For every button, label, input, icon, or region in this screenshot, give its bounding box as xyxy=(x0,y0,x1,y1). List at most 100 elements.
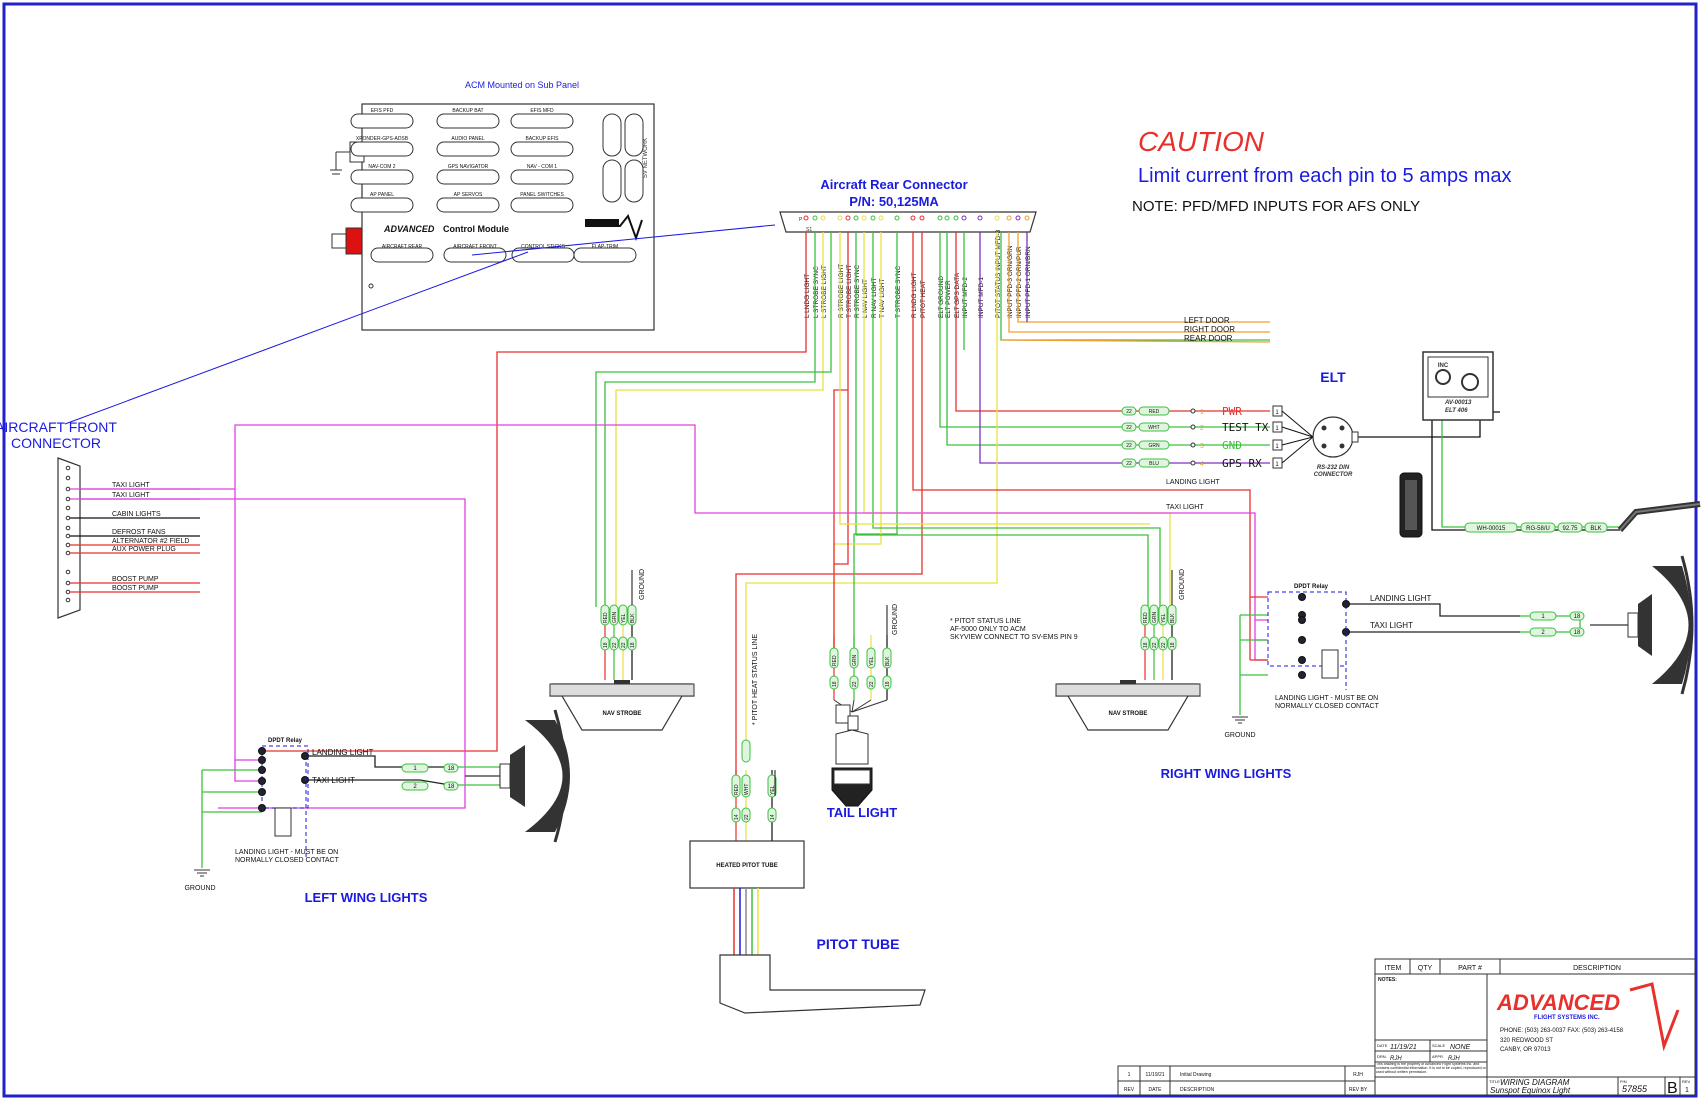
rear-pin-label: PITOT HEAT xyxy=(920,280,927,318)
strobe-wire-color: RED xyxy=(603,612,609,623)
front-connector-title-1: AIRCRAFT FRONT xyxy=(0,419,117,435)
strobe-gauge: 22 xyxy=(612,642,618,648)
pitot-note-line: AF-5000 ONLY TO ACM xyxy=(950,626,1026,633)
left-wing-lights: DPDT Relay LANDING LIGHT TAXI LIGHT 1 2 … xyxy=(184,709,570,905)
pitot-gauge: 14 xyxy=(770,814,776,820)
tb-scale-val: NONE xyxy=(1450,1044,1471,1051)
tb-rev-letter: B xyxy=(1667,1080,1678,1097)
elt-signal: GND xyxy=(1222,439,1242,452)
tb-addr-1: 320 REDWOOD ST xyxy=(1500,1038,1553,1044)
rear-pin-label: INPUT PFD-1 ORN/BRN xyxy=(1025,246,1032,318)
acm-connector-label: AP SERVOS xyxy=(454,192,483,198)
rear-pin-label: ELT GPS DATA xyxy=(954,272,961,318)
strobe-wire-color: RED xyxy=(1143,612,1149,623)
acm-connector-label: AIRCRAFT FRONT xyxy=(453,244,497,250)
rear-pin-label: ELT POWER xyxy=(945,280,952,318)
tb-phone: PHONE: (503) 263-0037 FAX: (503) 263-415… xyxy=(1500,1028,1624,1034)
tail-wire-color: YEL xyxy=(869,656,875,666)
tb-notes: NOTES: xyxy=(1378,977,1397,983)
left-gauge-2: 18 xyxy=(448,784,455,790)
acm-connector-label: BACKUP BAT xyxy=(452,108,483,114)
pitot-wire-color: YEL xyxy=(770,785,776,795)
tb-logo: ADVANCED xyxy=(1496,990,1620,1015)
left-note-2: NORMALLY CLOSED CONTACT xyxy=(235,857,340,864)
nav-strobe-label: NAV STROBE xyxy=(1109,711,1148,717)
rev-col: REV BY xyxy=(1349,1087,1368,1093)
strobe-gauge: 22 xyxy=(1161,642,1167,648)
elt-color: RED xyxy=(1149,409,1160,415)
tail-gauge: 18 xyxy=(832,681,838,687)
wire-group xyxy=(68,232,1620,868)
rear-pin-mark-1: P xyxy=(799,217,803,223)
right-wing-title: RIGHT WING LIGHTS xyxy=(1161,766,1292,781)
elt-gauge: 22 xyxy=(1126,461,1132,467)
elt-pin: 4 xyxy=(1200,461,1204,468)
tail-gauge: 22 xyxy=(852,681,858,687)
acm-connector-label: EFIS PFD xyxy=(371,108,394,114)
rear-pin-mark-2: S1 xyxy=(806,227,812,233)
right-ground: GROUND xyxy=(1224,732,1255,739)
acm-connector-label: AIRCRAFT REAR xyxy=(382,244,423,250)
acm-connector-label: GPS NAVIGATOR xyxy=(448,164,489,170)
acm-connector-label: AP PANEL xyxy=(370,192,394,198)
rear-pin-label: PITOT STATUS INPUT MFD-3 xyxy=(995,229,1002,318)
ant-ohm: 92.75 xyxy=(1562,526,1578,532)
pitot-wire-color: RED xyxy=(734,784,740,795)
acm-connector-label: NAV-COM 2 xyxy=(368,164,395,170)
tb-scale-lbl: SCALE xyxy=(1432,1043,1445,1048)
rear-pin-label: L STROBE LIGHT xyxy=(821,265,828,318)
pitot-tube: * PITOT HEAT STATUS LINE RED14WHT22YEL14… xyxy=(689,634,926,1014)
tail-gauge: 18 xyxy=(885,681,891,687)
strobe-wire-color: BLK xyxy=(1170,613,1176,623)
tail-ground: GROUND xyxy=(892,604,899,635)
elt-gauge: 22 xyxy=(1126,425,1132,431)
rear-pin-label: L NAV LIGHT xyxy=(862,279,869,318)
left-relay-label: DPDT Relay xyxy=(268,738,303,744)
tb-title-1: WIRING DIAGRAM xyxy=(1500,1078,1570,1087)
rear-pin-label: T NAV LIGHT xyxy=(879,278,886,318)
acm-title-bold: ADVANCED xyxy=(383,224,435,234)
elt-conn-pin: 1 xyxy=(1275,462,1279,468)
elt-unit-1: AV-00013 xyxy=(1444,400,1472,406)
din-label-2: CONNECTOR xyxy=(1314,472,1353,478)
front-wire-label: TAXI LIGHT xyxy=(112,482,150,489)
elt-title: ELT xyxy=(1320,369,1346,385)
tb-date-val: 11/19/21 xyxy=(1390,1044,1417,1051)
sv-network-label: SV NETWORK xyxy=(643,138,649,178)
tb-title-lbl: TITLE xyxy=(1489,1079,1500,1084)
caution-heading: CAUTION xyxy=(1138,126,1265,157)
tb-appr-lbl: APPR. xyxy=(1432,1054,1444,1059)
pitot-status-line: * PITOT HEAT STATUS LINE xyxy=(752,634,759,725)
rev-col: DATE xyxy=(1149,1087,1163,1093)
elt-pin: 3 xyxy=(1200,443,1204,450)
right-relay-label: DPDT Relay xyxy=(1294,584,1329,590)
strobe-ground: GROUND xyxy=(639,569,646,600)
right-gauge-2: 18 xyxy=(1574,630,1581,636)
leader-rear xyxy=(471,224,776,256)
tb-header: ITEM xyxy=(1385,965,1402,972)
nav-strobe-label: NAV STROBE xyxy=(603,711,642,717)
strobe-wire-color: YEL xyxy=(621,613,627,623)
tb-rev-lbl: REV xyxy=(1682,1079,1691,1084)
rev-row-cell: 11/19/21 xyxy=(1145,1072,1164,1078)
rear-pin-label: INPUT MFD-2 xyxy=(962,277,969,318)
ant-blk: BLK xyxy=(1590,526,1601,532)
acm-connector-label: PANEL SWITCHES xyxy=(520,192,564,198)
right-pin-1: 1 xyxy=(1541,614,1545,620)
rear-pin-label: T STROBE SYNC xyxy=(895,265,902,318)
elt-gauge: 22 xyxy=(1126,443,1132,449)
tb-title-2: Sunspot Equinox Light xyxy=(1490,1086,1571,1095)
elt-conn-pin: 1 xyxy=(1275,426,1279,432)
elt-color: WHT xyxy=(1148,425,1159,431)
elt-pin: 1 xyxy=(1200,409,1204,416)
tail-light-title: TAIL LIGHT xyxy=(827,805,897,820)
ant-cable: RG-58/U xyxy=(1526,526,1550,532)
front-wire-label: CABIN LIGHTS xyxy=(112,511,161,518)
tail-wire-color: GRN xyxy=(852,655,858,667)
caution-block: CAUTION Limit current from each pin to 5… xyxy=(1132,126,1511,215)
tb-logo-sub: FLIGHT SYSTEMS INC. xyxy=(1534,1015,1600,1021)
